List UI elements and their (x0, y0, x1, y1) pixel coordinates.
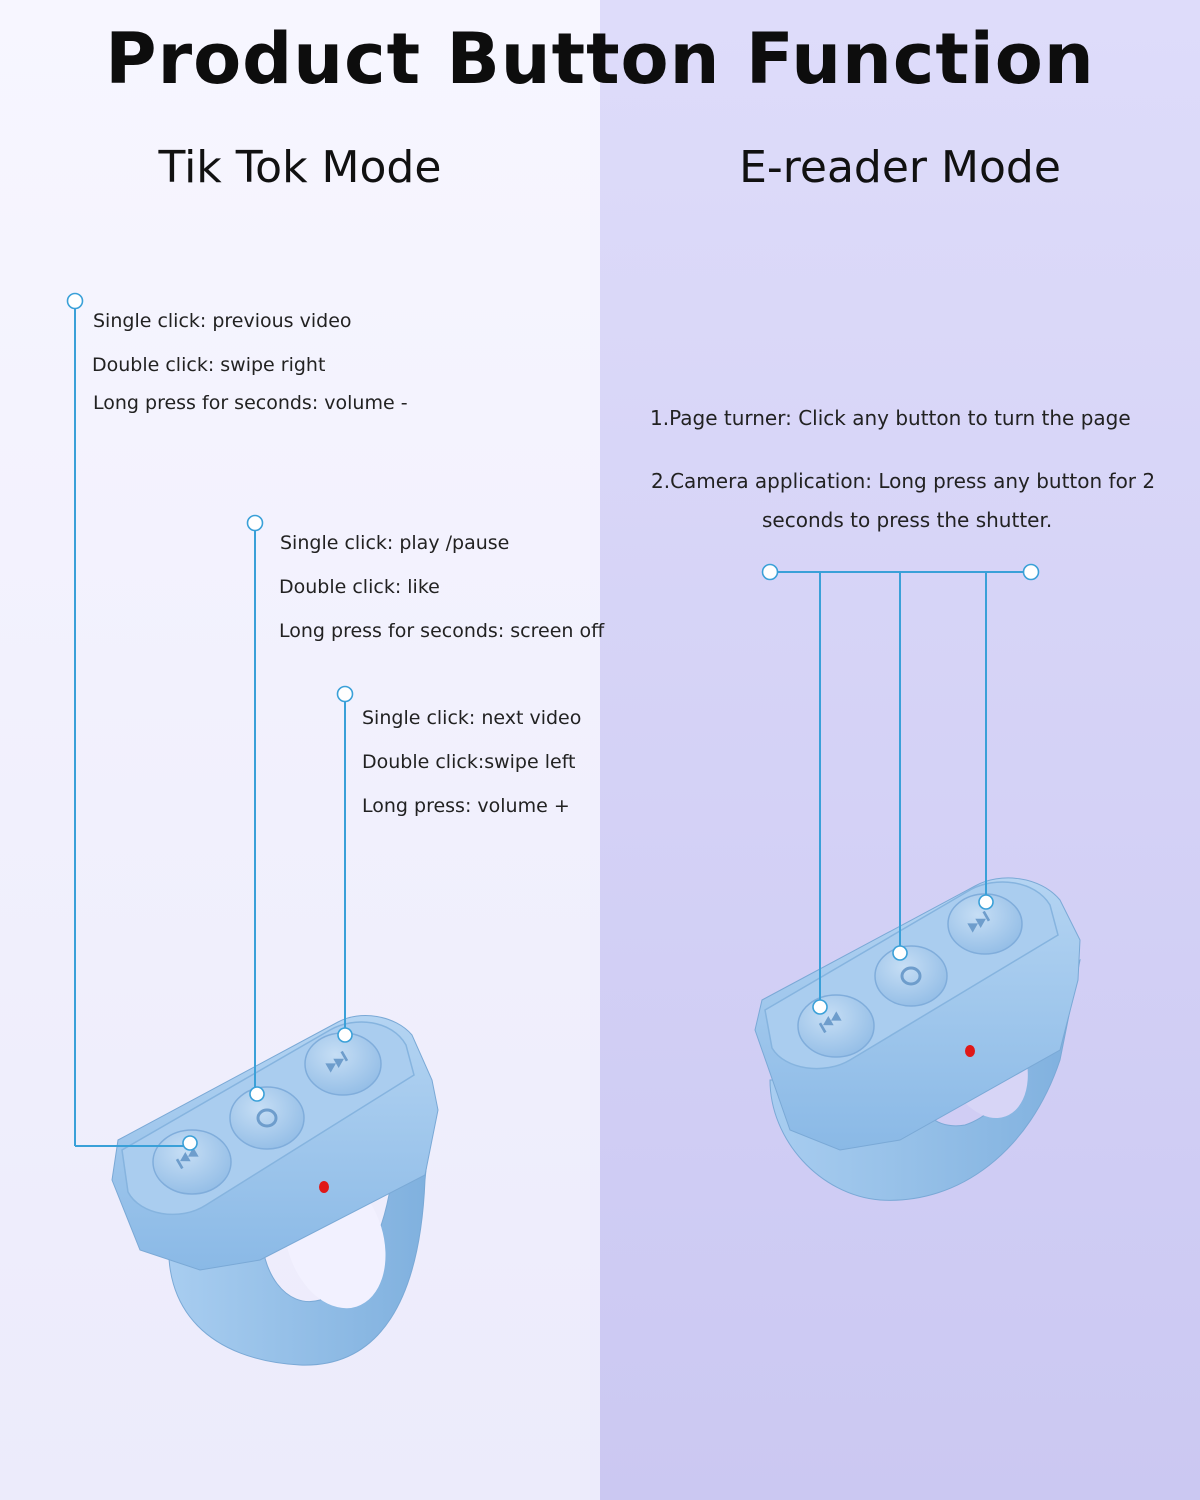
play-single-click: Single click: play /pause (280, 532, 510, 554)
play-pause-icon (900, 966, 922, 986)
play-double-click: Double click: like (279, 576, 440, 598)
ereader-mode-heading: E-reader Mode (739, 142, 1061, 193)
next-single-click: Single click: next video (362, 707, 582, 729)
tiktok-leader-endpoints (66, 292, 354, 1151)
ereader-ring: ⏮ ⏭ (754, 877, 1081, 1201)
ereader-leader-lines (777, 571, 1023, 1003)
tiktok-play-button (229, 1086, 305, 1150)
indicator-led (319, 1181, 329, 1193)
ereader-leader-endpoints (761, 563, 1040, 1015)
ereader-camera-line2: seconds to press the shutter. (762, 508, 1053, 532)
tiktok-ring: ⏮ ⏭ (111, 1015, 439, 1366)
play-pause-icon (256, 1108, 278, 1128)
next-long-press: Long press: volume + (362, 795, 570, 817)
prev-double-click: Double click: swipe right (92, 354, 326, 376)
ereader-camera-line1: 2.Camera application: Long press any but… (651, 469, 1156, 493)
play-long-press: Long press for seconds: screen off (279, 620, 605, 642)
prev-single-click: Single click: previous video (93, 310, 352, 332)
ereader-page-turner: 1.Page turner: Click any button to turn … (650, 406, 1131, 430)
prev-long-press: Long press for seconds: volume - (93, 392, 408, 414)
indicator-led (965, 1045, 975, 1057)
ereader-previous-button: ⏮ (797, 994, 875, 1058)
tiktok-mode-heading: Tik Tok Mode (158, 142, 442, 193)
next-double-click: Double click:swipe left (362, 751, 576, 773)
page-title: Product Button Function (105, 18, 1095, 100)
tiktok-leader-lines (74, 309, 346, 1147)
ereader-play-button (874, 945, 948, 1007)
